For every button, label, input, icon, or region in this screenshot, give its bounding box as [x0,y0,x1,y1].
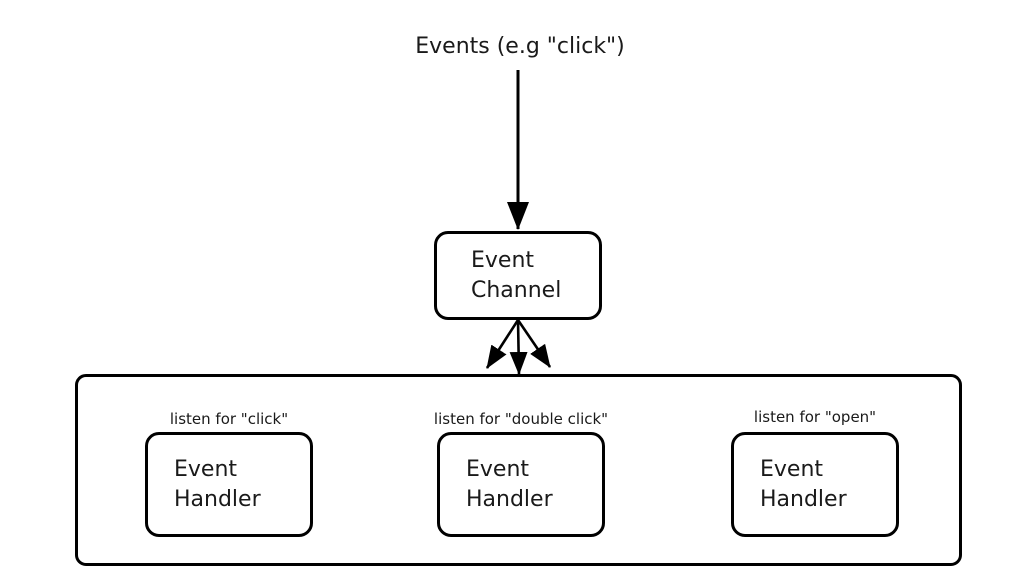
event-handler-label-3: Event Handler [760,456,847,512]
event-handler-label-1: Event Handler [174,456,261,512]
event-handler-box-1: Event Handler [145,432,313,537]
event-channel-label: Event Channel [471,247,562,303]
channel-to-handler-right-arrow [516,319,552,368]
event-channel-box: Event Channel [434,231,602,320]
listen-for-click-label: listen for "click" [169,410,289,428]
channel-to-handler-left-arrow [485,319,520,369]
event-handler-box-2: Event Handler [437,432,605,537]
channel-to-handler-middle-arrow [509,319,528,375]
event-handler-box-3: Event Handler [731,432,899,537]
listen-for-double-click-label: listen for "double click" [433,410,609,428]
events-source-label: Events (e.g "click") [415,34,625,59]
event-handler-label-2: Event Handler [466,456,553,512]
listen-for-open-label: listen for "open" [753,408,877,426]
